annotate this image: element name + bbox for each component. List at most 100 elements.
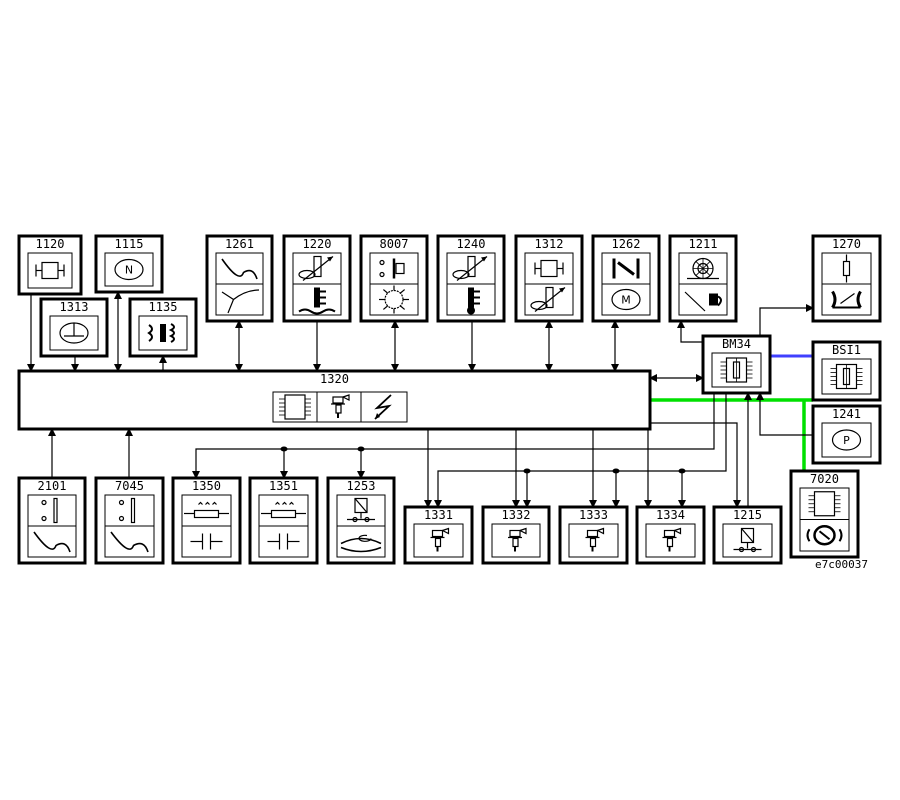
- component-label: BM34: [722, 337, 751, 351]
- component-label: 1333: [579, 508, 608, 522]
- junction-dot: [357, 446, 365, 452]
- pedal-curve-icon: [221, 258, 258, 280]
- component-label: 1320: [320, 372, 349, 386]
- injector-icon: [430, 527, 450, 552]
- motor-icon: M: [611, 288, 641, 311]
- component-1350[interactable]: 1350: [171, 476, 242, 565]
- component-label: 1120: [36, 237, 65, 251]
- throttle-valve-icon: [612, 258, 640, 279]
- component-label: 1261: [225, 237, 254, 251]
- relay-box-icon: [720, 357, 753, 383]
- throttle-branch-icon: [221, 289, 260, 314]
- component-8007[interactable]: 8007: [359, 234, 429, 323]
- heater-resistor-icon: [184, 501, 229, 519]
- component-label: 1262: [612, 237, 641, 251]
- component-label: 1312: [535, 237, 564, 251]
- component-1332[interactable]: 1332: [481, 505, 551, 565]
- resistor-icon: [842, 254, 851, 283]
- component-label: 1351: [269, 479, 298, 493]
- component-1215[interactable]: 1215: [712, 505, 783, 565]
- component-1261[interactable]: 1261: [205, 234, 274, 323]
- component-label: 1253: [347, 479, 376, 493]
- component-1312[interactable]: 1312: [514, 234, 584, 323]
- component-1320[interactable]: 1320: [17, 369, 652, 431]
- fuel-gauge-icon: [684, 291, 722, 312]
- component-1253[interactable]: 1253: [326, 476, 396, 565]
- component-1313[interactable]: 1313: [39, 297, 109, 358]
- injector-icon: [331, 394, 350, 418]
- component-1240[interactable]: 1240: [436, 234, 506, 323]
- air-conditioning-icon: [379, 285, 409, 314]
- component-label: 1240: [457, 237, 486, 251]
- capacitor-icon: [190, 533, 223, 550]
- svg-text:N: N: [125, 264, 133, 277]
- component-1331[interactable]: 1331: [403, 505, 474, 565]
- component-1135[interactable]: 1135: [128, 297, 198, 358]
- component-1220[interactable]: 1220: [282, 234, 352, 323]
- component-2101[interactable]: 2101: [17, 476, 87, 565]
- component-1334[interactable]: 1334: [635, 505, 706, 565]
- component-label: 7045: [115, 479, 144, 493]
- component-label: 8007: [380, 237, 409, 251]
- knock-sensor-icon: [534, 259, 564, 278]
- ignition-spark-icon: [374, 394, 392, 420]
- variable-resistor-icon: [530, 286, 566, 312]
- component-label: 1115: [115, 237, 144, 251]
- component-7020[interactable]: 7020: [789, 469, 860, 559]
- pressure-switch-icon: [379, 258, 405, 279]
- wire: [759, 304, 814, 336]
- heater-resistor-icon: [261, 501, 306, 519]
- component-1120[interactable]: 1120: [17, 234, 83, 296]
- component-label: 1331: [424, 508, 453, 522]
- component-1211[interactable]: 1211: [668, 234, 738, 323]
- wires: [27, 291, 814, 508]
- component-1351[interactable]: 1351: [248, 476, 319, 565]
- junction-dot: [523, 468, 531, 474]
- air-flow-icon: [340, 534, 382, 553]
- abs-icon: [806, 525, 843, 546]
- relay-box-icon: [830, 363, 863, 390]
- solenoid-valve-icon: [347, 497, 375, 523]
- svg-text:M: M: [621, 294, 631, 307]
- wire: [650, 422, 741, 508]
- component-bsi1[interactable]: BSI1: [811, 340, 882, 402]
- component-label: 7020: [810, 472, 839, 486]
- junction-dot: [678, 468, 686, 474]
- component-1270[interactable]: 1270: [811, 234, 882, 323]
- injector-icon: [662, 527, 682, 552]
- component-label: 2101: [38, 479, 67, 493]
- wire: [434, 393, 727, 508]
- component-label: 1334: [656, 508, 685, 522]
- actuator-icon: [831, 290, 862, 309]
- solenoid-valve-icon: [733, 527, 762, 553]
- component-label: 1270: [832, 237, 861, 251]
- component-label: 1135: [149, 300, 178, 314]
- component-label: 1215: [733, 508, 762, 522]
- thermometer-icon: [467, 287, 480, 315]
- variable-resistor-icon: [452, 255, 488, 281]
- cam-position-sensor-icon: N: [114, 258, 144, 281]
- component-label: 1211: [689, 237, 718, 251]
- wire: [192, 393, 715, 479]
- component-label: 1350: [192, 479, 221, 493]
- variable-resistor-icon: [298, 255, 334, 281]
- component-1333[interactable]: 1333: [558, 505, 629, 565]
- coolant-temp-icon: [298, 287, 336, 315]
- pedal-curve-icon: [110, 531, 149, 553]
- junction-dot: [280, 446, 288, 452]
- pump-motor-icon: P: [831, 429, 862, 451]
- switch-contact-icon: [118, 497, 136, 524]
- ecu-chip-icon: [808, 491, 841, 517]
- component-label: 1332: [502, 508, 531, 522]
- component-label: BSI1: [832, 343, 861, 357]
- ignition-coil-icon: [147, 323, 175, 343]
- diagram-reference: e7c00037: [815, 558, 868, 571]
- component-7045[interactable]: 7045: [94, 476, 165, 565]
- component-bm34[interactable]: BM34: [701, 334, 772, 395]
